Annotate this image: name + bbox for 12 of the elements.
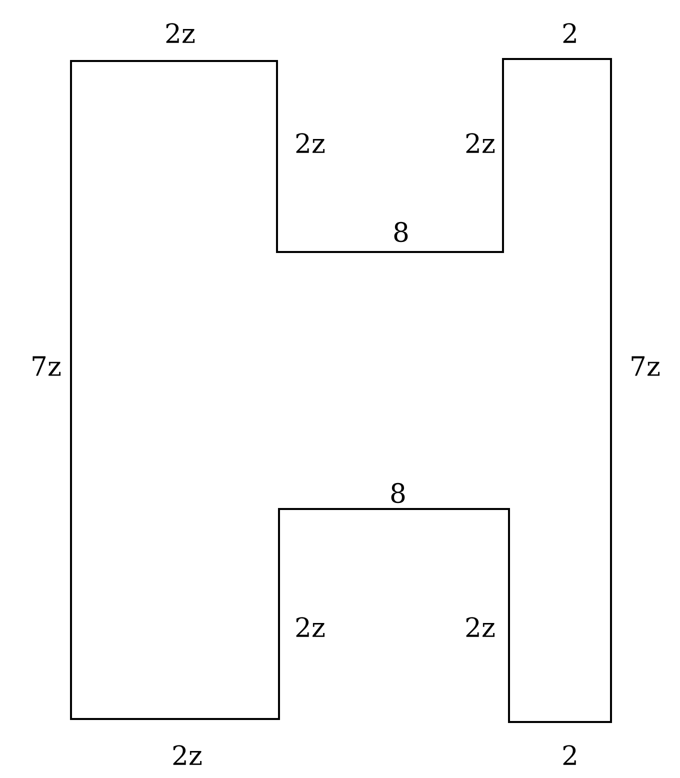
dimension-label: 2z bbox=[466, 617, 495, 637]
dimension-label: 2z bbox=[166, 23, 195, 43]
dimension-label: 2z bbox=[296, 617, 325, 637]
dimension-label: 2z bbox=[173, 745, 202, 765]
dimension-label: 8 bbox=[391, 482, 405, 504]
dimension-label: 2z bbox=[466, 133, 495, 153]
dimension-label: 2z bbox=[296, 133, 325, 153]
dimension-label: 7z bbox=[32, 356, 61, 376]
dimension-label: 2 bbox=[563, 745, 576, 765]
dimension-label: 8 bbox=[394, 222, 408, 242]
dimension-label: 2 bbox=[563, 23, 576, 43]
dimension-label: 7z bbox=[632, 356, 660, 376]
